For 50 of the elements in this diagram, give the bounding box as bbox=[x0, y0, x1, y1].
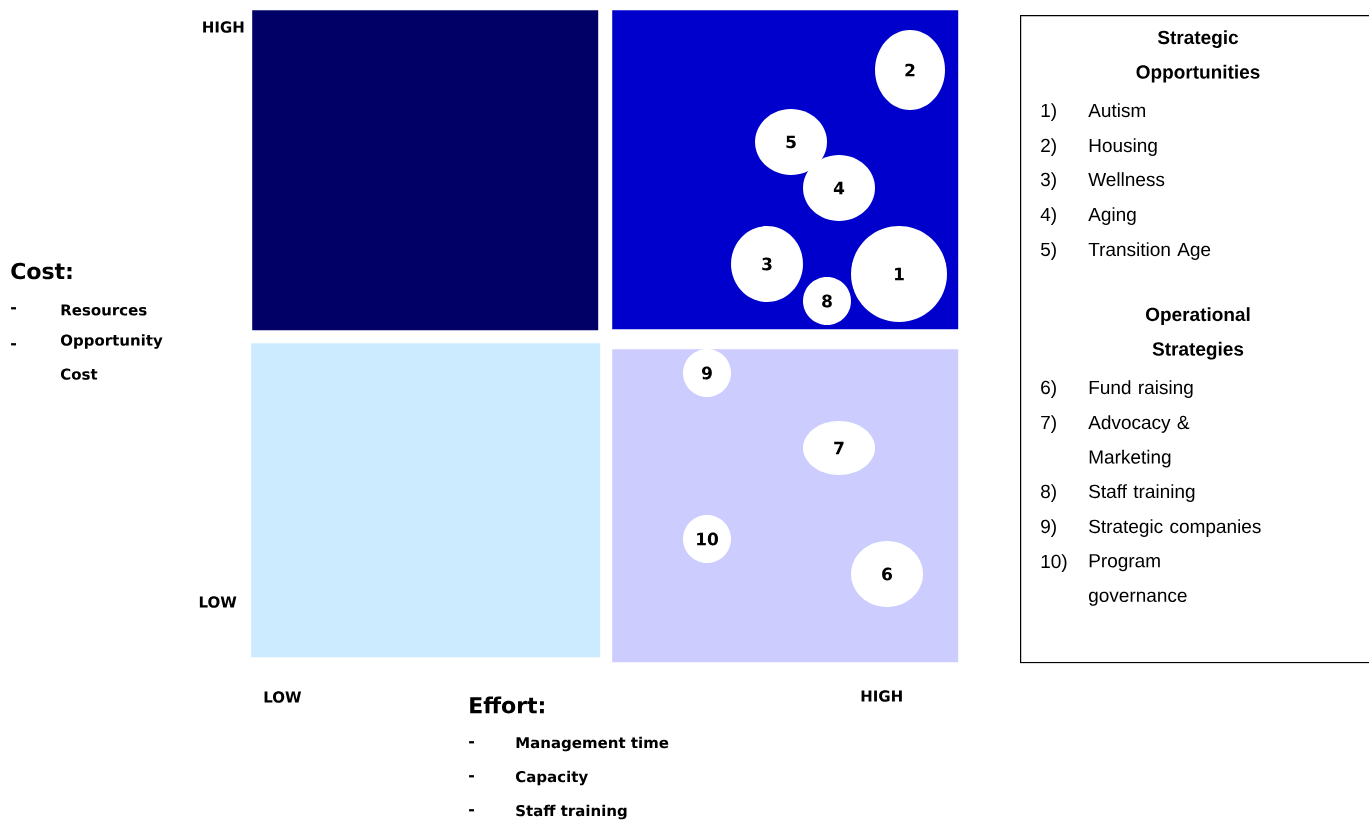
list-number: 4) bbox=[1040, 207, 1056, 225]
bullet-text: Management time bbox=[516, 736, 669, 752]
list-number: 6) bbox=[1041, 380, 1056, 398]
bubble: 10 bbox=[683, 515, 731, 563]
list-item: Program governance bbox=[1089, 554, 1187, 606]
bullet-text: Staff training bbox=[516, 804, 627, 820]
axis-label: LOW bbox=[199, 596, 237, 608]
list-number: 1) bbox=[1041, 103, 1056, 121]
list-number: 2) bbox=[1041, 138, 1056, 156]
bullet-dash: - bbox=[469, 809, 474, 812]
list-number: 5) bbox=[1040, 242, 1056, 260]
bullet-dash: - bbox=[469, 775, 474, 778]
list-number: 10) bbox=[1041, 554, 1067, 572]
list-item: Housing bbox=[1089, 138, 1157, 156]
list-item: Advocacy & Marketing bbox=[1088, 415, 1190, 468]
legend-heading: Operational Strategies bbox=[1146, 307, 1250, 360]
axis-title: Cost: bbox=[11, 262, 72, 280]
list-number: 8) bbox=[1041, 484, 1056, 502]
axis-label: LOW bbox=[264, 691, 302, 703]
list-item: Fund raising bbox=[1089, 380, 1193, 398]
list-item: Staff training bbox=[1089, 484, 1195, 502]
axis-title: Effort: bbox=[470, 696, 544, 714]
bubble: 7 bbox=[803, 421, 875, 475]
list-number: 7) bbox=[1041, 415, 1056, 433]
bullet-dash: - bbox=[11, 343, 16, 346]
list-number: 9) bbox=[1041, 519, 1056, 537]
bullet-dash: - bbox=[11, 307, 16, 310]
bullet-text: Opportunity Cost bbox=[60, 334, 163, 380]
list-item: Wellness bbox=[1088, 172, 1165, 187]
list-item: Aging bbox=[1088, 207, 1136, 225]
bubble: 4 bbox=[803, 155, 875, 221]
bullet-text: Capacity bbox=[515, 770, 588, 786]
list-item: Autism bbox=[1088, 103, 1145, 118]
quadrant-box bbox=[612, 349, 959, 663]
list-item: Strategic companies bbox=[1089, 519, 1261, 537]
axis-label: HIGH bbox=[861, 690, 902, 702]
quadrant-box bbox=[251, 343, 601, 658]
quadrant-box bbox=[252, 10, 599, 331]
bubble: 5 bbox=[755, 109, 827, 175]
bullet-dash: - bbox=[469, 741, 474, 744]
bubble: 2 bbox=[875, 30, 945, 110]
list-number: 3) bbox=[1040, 172, 1056, 190]
bubble: 8 bbox=[803, 277, 851, 325]
bubble: 9 bbox=[683, 349, 731, 397]
legend-heading: Strategic Opportunities bbox=[1136, 30, 1260, 83]
list-item: Transition Age bbox=[1088, 242, 1211, 260]
bubble: 3 bbox=[731, 226, 803, 302]
bullet-text: Resources bbox=[61, 304, 147, 316]
bubble: 1 bbox=[851, 226, 947, 322]
bubble: 6 bbox=[851, 541, 923, 607]
